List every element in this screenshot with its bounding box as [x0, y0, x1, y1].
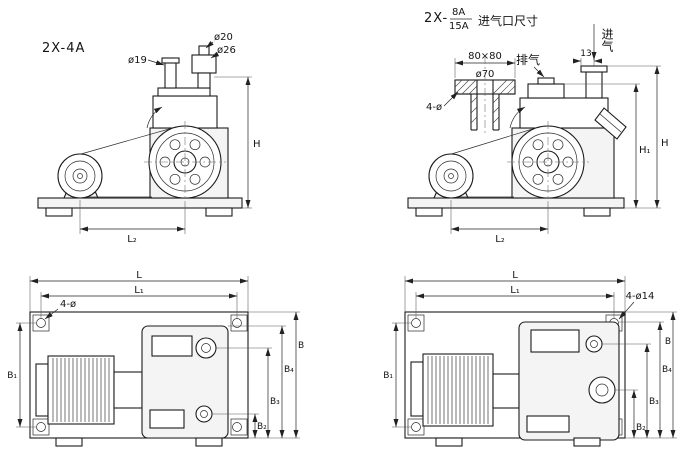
foot-tab: [195, 437, 223, 447]
foot-left: [45, 207, 73, 217]
cylinder-head: [519, 97, 609, 129]
rotation-arrow: [509, 106, 526, 129]
intake-port-plan: [585, 335, 603, 353]
dim-label-b3: B₃: [270, 397, 280, 407]
title-intake-port-size: 进气口尺寸: [478, 13, 538, 28]
dim-label-l1: L₁: [134, 285, 144, 296]
dim-label-l2: L₂: [127, 234, 137, 245]
dim-label-b2: B₂: [257, 422, 267, 432]
foot-right: [583, 207, 611, 217]
belt-wheel: [507, 121, 589, 203]
intake-pipe-large: [197, 72, 211, 89]
leader-dia19: [147, 59, 165, 66]
leader-4holes: [443, 91, 459, 107]
dim-label-b4: B₄: [662, 365, 672, 375]
dim-label-b: B: [665, 337, 671, 347]
dim-label-b: B: [298, 341, 304, 351]
coupling-guard: [113, 371, 143, 409]
mount-hole: [232, 318, 242, 328]
foot-tab: [435, 437, 463, 447]
model-15a: 15A: [449, 21, 469, 32]
intake-nipple: [198, 45, 210, 56]
side-view-2x4a: 2X-4A: [37, 32, 261, 245]
dim-label-h: H: [253, 139, 261, 150]
plan-view-2x4a: L L₁ 4-ø B₁ B₂ B₃ B₄ B: [7, 270, 304, 447]
intake-port-plan: [195, 337, 217, 359]
belt-top: [444, 126, 540, 157]
foot-left: [415, 207, 443, 217]
dim-label-b1: B₁: [7, 371, 17, 381]
pump-plan: [141, 325, 229, 439]
dim-label-13: 13: [580, 49, 591, 59]
oil-mist-filter: [594, 107, 627, 140]
side-view-2x8a-15a: 2X- 8A 15A 进气口尺寸 80×80 ø70: [407, 7, 669, 245]
dim-label-l: L: [512, 270, 518, 281]
model-prefix: 2X-: [424, 11, 448, 26]
foot-right: [205, 207, 233, 217]
motor-pulley: [428, 153, 474, 199]
corner-pad: [230, 314, 248, 332]
side-port-plan: [588, 376, 616, 404]
dim-label-dia19: ø19: [128, 55, 147, 66]
dim-label-dia26: ø26: [217, 45, 236, 56]
label-intake: 进气: [600, 28, 614, 52]
intake-pipe-small-cap: [161, 57, 180, 64]
dim-label-4holes: 4-ø14: [626, 291, 655, 302]
label-exhaust: 排气: [516, 52, 540, 67]
mount-hole: [411, 422, 421, 432]
model-8a: 8A: [452, 7, 465, 18]
mount-hole: [411, 318, 421, 328]
exhaust-port: [537, 77, 555, 85]
exhaust-housing: [527, 83, 565, 99]
intake-flange-detail: 80×80 ø70 4-ø: [426, 51, 516, 136]
dim-label-l1: L₁: [510, 285, 520, 296]
plan-view-2x8a-15a: L L₁ 4-ø14 B₁ B₂ B₃ B₄ B: [383, 270, 677, 447]
pump-plan: [518, 321, 620, 441]
mount-hole: [36, 422, 46, 432]
foot-tab: [55, 437, 83, 447]
motor-plan: [35, 355, 143, 425]
pump-base: [407, 197, 625, 209]
leader-dia26: [210, 51, 220, 59]
baseplate-outline: [29, 311, 249, 439]
drain-port-plan: [195, 405, 213, 423]
mount-hole: [36, 318, 46, 328]
dim-label-4holes: 4-ø: [60, 299, 76, 310]
dim-label-b2: B₂: [636, 423, 646, 433]
dim-label-b4: B₄: [284, 365, 294, 375]
filter-line: [599, 113, 622, 133]
foot-tab: [573, 437, 601, 447]
dim-label-l: L: [136, 270, 142, 281]
dim-label-h1: H₁: [639, 145, 651, 156]
rotation-arrow: [146, 106, 163, 129]
leader-exhaust: [533, 66, 545, 78]
head-cap: [157, 87, 211, 97]
leader-4holes: [44, 308, 59, 320]
belt-top: [73, 126, 177, 157]
belt-wheel: [144, 121, 226, 203]
dim-label-h: H: [661, 138, 669, 149]
baseplate-outline: [404, 311, 626, 439]
dim-label-l2: L₂: [495, 234, 505, 245]
leader-dia20: [205, 40, 214, 49]
coupling-guard: [492, 373, 520, 409]
intake-flange: [580, 65, 608, 73]
dim-label-4holes: 4-ø: [426, 102, 442, 113]
model-label-2x4a: 2X-4A: [42, 41, 85, 56]
motor-plan: [410, 353, 520, 427]
dim-label-b1: B₁: [383, 371, 393, 381]
intake-pipe: [585, 71, 603, 99]
corner-pad: [230, 418, 248, 436]
mount-hole: [232, 422, 242, 432]
pump-base: [37, 197, 243, 209]
dim-label-b3: B₃: [649, 397, 659, 407]
dim-label-dia20: ø20: [214, 32, 233, 43]
intake-cylinder: [191, 54, 217, 74]
leader-4holes: [618, 301, 635, 320]
intake-pipe-small: [164, 61, 177, 89]
motor-pulley: [57, 153, 103, 199]
